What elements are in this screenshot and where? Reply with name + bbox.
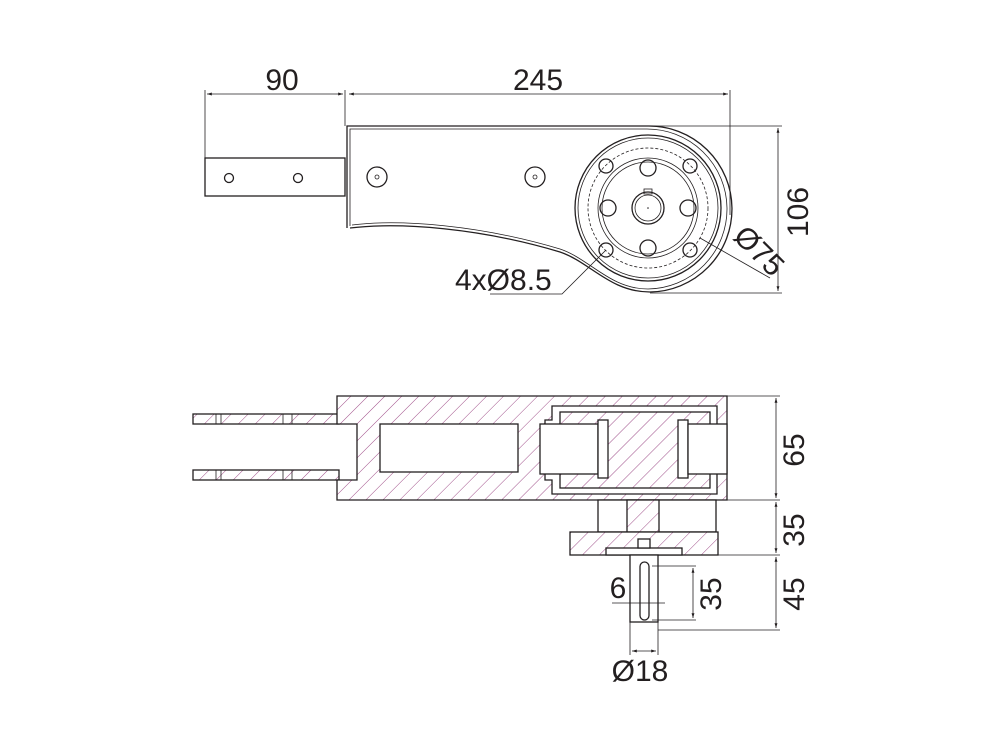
upper-arm-section [192,413,340,425]
bolt-circle [587,147,709,269]
inner-hole [639,239,657,257]
dim-flange-diameter: Ø75 [727,220,790,283]
bolt-hole [598,242,614,258]
tab-hole [223,172,235,184]
rivet-center [532,174,538,180]
rivet-center [374,174,380,180]
dim-shaft-length: 45 [778,577,811,610]
lower-arm-section [192,469,340,481]
dim-flange-height: 35 [778,513,811,546]
inner-hole [679,199,697,217]
flange-step [597,157,699,259]
dim-body-thickness: 65 [778,433,811,466]
bearing-left [539,423,599,475]
dim-tab-length: 90 [265,64,298,97]
arm-plate-inner-edge [349,128,728,290]
keyway [643,188,653,195]
shaft [634,194,662,222]
flange-outer [574,134,722,282]
shaft-key [637,538,651,549]
dim-height: 106 [782,187,815,237]
body-cavity [379,423,519,473]
bearing-race [597,419,609,479]
center-point [647,207,649,209]
bearing-right [687,423,728,475]
flange-hub [601,161,695,255]
tab-hole [292,172,304,184]
rivet-hole [366,166,388,188]
dim-bolt-holes: 4xØ8.5 [455,264,552,297]
top-view: 90 245 1 [204,64,815,297]
inner-hole [639,159,657,177]
shaft-bore [631,191,665,225]
rivet-hole [524,166,546,188]
bolt-hole [682,158,698,174]
hub-section [626,499,660,533]
inner-hole [599,199,617,217]
flange-rim [577,137,719,279]
bolt-hole [598,158,614,174]
section-view: 65 35 45 35 6 Ø18 [192,395,811,688]
dim-slot-width: 6 [610,572,627,605]
dim-body-length: 245 [513,64,563,97]
leader-line [490,249,607,295]
dim-shaft-diameter: Ø18 [612,655,669,688]
arm-plate-outline [346,125,733,293]
bearing-race [677,419,689,479]
shaft-slot [639,561,650,621]
bolt-hole [682,242,698,258]
dim-slot-length: 35 [695,577,728,610]
output-shaft [629,554,659,623]
leader-line [699,237,771,279]
flange-recess [605,547,683,556]
mounting-tab [204,157,346,197]
